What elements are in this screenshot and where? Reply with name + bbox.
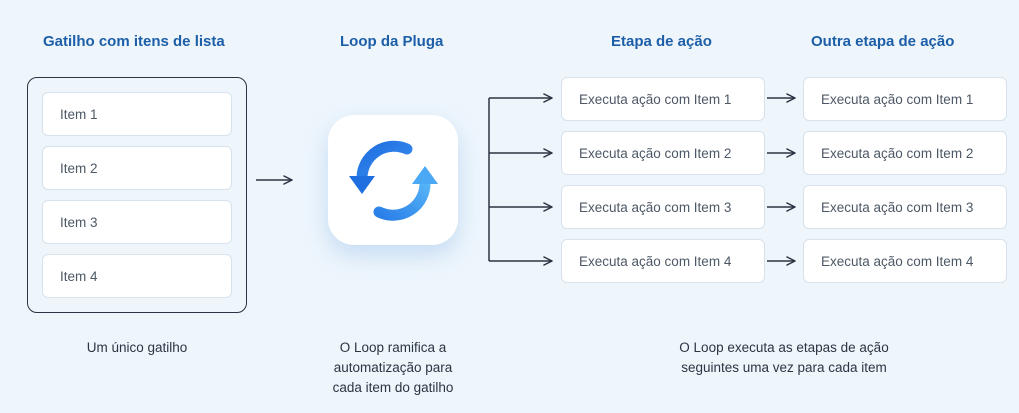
action-step-card: Executa ação com Item 2 bbox=[561, 131, 765, 175]
caption-loop-line: O Loop ramifica a bbox=[339, 340, 447, 355]
caption-trigger-text: Um único gatilho bbox=[86, 340, 188, 355]
trigger-item: Item 1 bbox=[42, 92, 232, 136]
heading-other-action: Outra etapa de ação bbox=[811, 33, 955, 50]
other-action-step-card: Executa ação com Item 3 bbox=[803, 185, 1007, 229]
heading-action: Etapa de ação bbox=[611, 33, 712, 50]
trigger-item: Item 4 bbox=[42, 254, 232, 298]
caption-loop-line: cada item do gatilho bbox=[332, 380, 454, 395]
caption-trigger: Um único gatilho bbox=[37, 338, 237, 358]
heading-trigger: Gatilho com itens de lista bbox=[43, 33, 225, 50]
action-step-card: Executa ação com Item 1 bbox=[561, 77, 765, 121]
heading-loop: Loop da Pluga bbox=[340, 33, 444, 50]
loop-refresh-icon bbox=[349, 140, 438, 221]
action-step-card: Executa ação com Item 3 bbox=[561, 185, 765, 229]
loop-tile bbox=[328, 115, 458, 245]
caption-loop-line: automatização para bbox=[333, 360, 453, 375]
other-action-step-card: Executa ação com Item 4 bbox=[803, 239, 1007, 283]
caption-loop: O Loop ramifica a automatização para cad… bbox=[300, 338, 486, 398]
caption-action-line: seguintes uma vez para cada item bbox=[681, 360, 887, 375]
trigger-list-box: Item 1 Item 2 Item 3 Item 4 bbox=[27, 77, 247, 313]
caption-action-line: O Loop executa as etapas de ação bbox=[679, 340, 889, 355]
other-action-step-card: Executa ação com Item 2 bbox=[803, 131, 1007, 175]
caption-action: O Loop executa as etapas de ação seguint… bbox=[634, 338, 934, 378]
trigger-item: Item 2 bbox=[42, 146, 232, 190]
trigger-item: Item 3 bbox=[42, 200, 232, 244]
other-action-step-card: Executa ação com Item 1 bbox=[803, 77, 1007, 121]
action-step-card: Executa ação com Item 4 bbox=[561, 239, 765, 283]
